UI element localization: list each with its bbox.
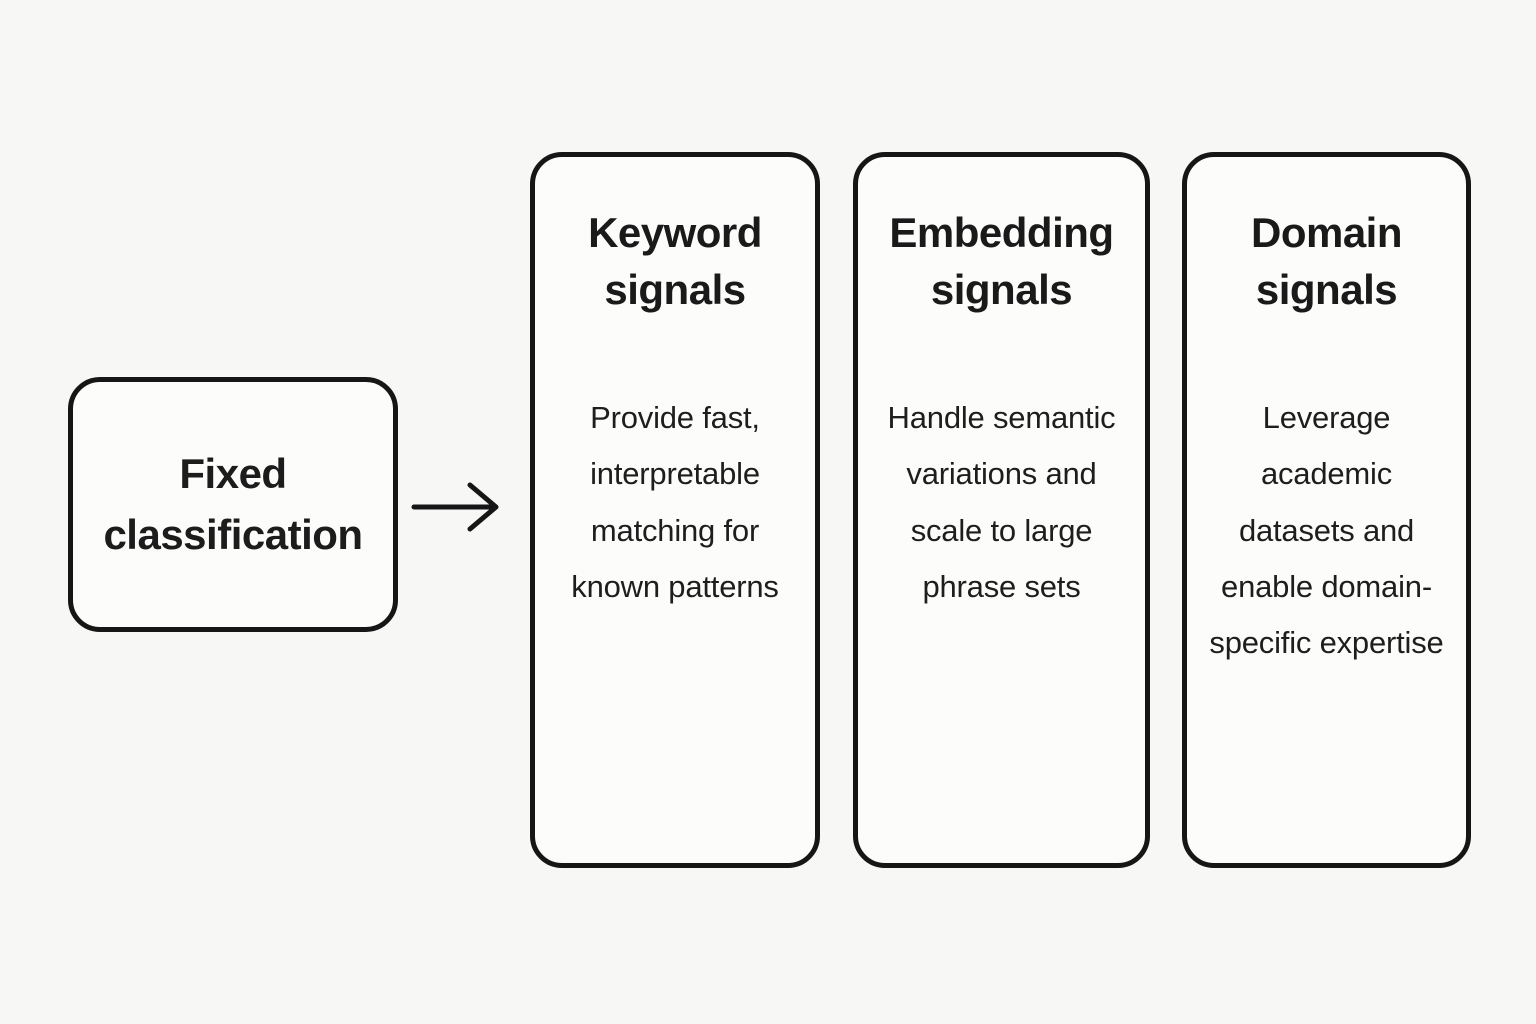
keyword-signals-card: Keyword signals Provide fast, interpreta… (530, 152, 820, 868)
fixed-classification-box: Fixed classification (68, 377, 398, 632)
fixed-classification-label: Fixed classification (103, 449, 363, 558)
keyword-signals-description: Provide fast, interpretable matching for… (571, 400, 779, 604)
domain-signals-title: Domain signals (1250, 209, 1403, 313)
embedding-signals-card: Embedding signals Handle semantic variat… (853, 152, 1150, 868)
embedding-signals-description: Handle semantic variations and scale to … (887, 400, 1116, 604)
arrow-right-icon (408, 472, 508, 542)
embedding-signals-title: Embedding signals (889, 209, 1114, 313)
keyword-signals-title: Keyword signals (588, 209, 762, 313)
domain-signals-card: Domain signals Leverage academic dataset… (1182, 152, 1471, 868)
domain-signals-description: Leverage academic datasets and enable do… (1209, 400, 1444, 660)
